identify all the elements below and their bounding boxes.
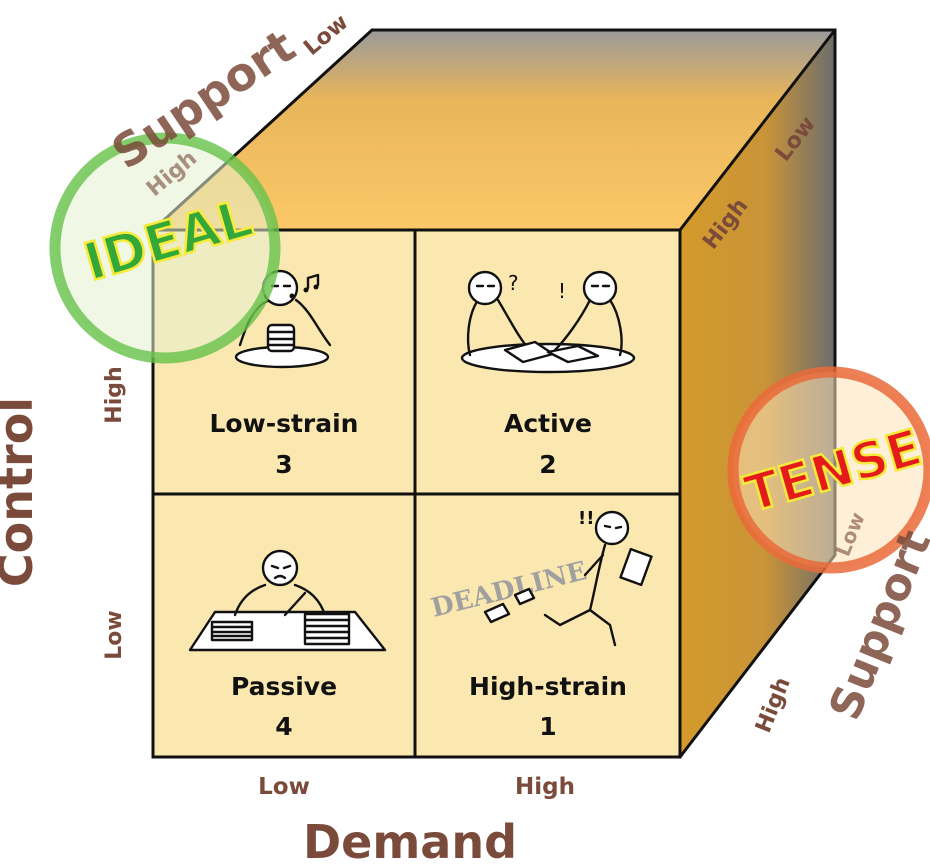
quadrant-low-strain-number: 3 (275, 450, 292, 479)
svg-text:?: ? (508, 271, 519, 295)
quadrant-passive-label: Passive (231, 672, 337, 701)
quadrant-active-label: Active (504, 409, 592, 438)
quadrant-high-strain-number: 1 (539, 712, 556, 741)
right-support-high-label: High (751, 674, 796, 737)
control-low-label: Low (102, 610, 127, 659)
low-strain-illustration (234, 269, 332, 369)
control-high-label: High (102, 366, 127, 423)
cube-side-face (680, 30, 835, 757)
demand-axis-title: Demand (303, 815, 517, 866)
quadrant-low-strain-label: Low-strain (210, 409, 359, 438)
demand-high-label: High (515, 774, 575, 800)
quadrant-high-strain-label: High-strain (469, 672, 627, 701)
cube-top-face (153, 30, 835, 230)
passive-illustration (188, 549, 387, 652)
active-illustration: ? ! (460, 270, 636, 374)
demand-low-label: Low (258, 774, 310, 800)
svg-text:!: ! (558, 279, 566, 303)
cube-edge-top-right (678, 29, 837, 231)
ideal-badge: IDEAL (49, 132, 281, 364)
quadrant-passive-number: 4 (275, 712, 292, 741)
svg-text:!!: !! (578, 508, 594, 529)
quadrant-active-number: 2 (539, 450, 556, 479)
tense-badge: TENSE (727, 366, 930, 574)
control-axis-title: Control (0, 397, 43, 587)
